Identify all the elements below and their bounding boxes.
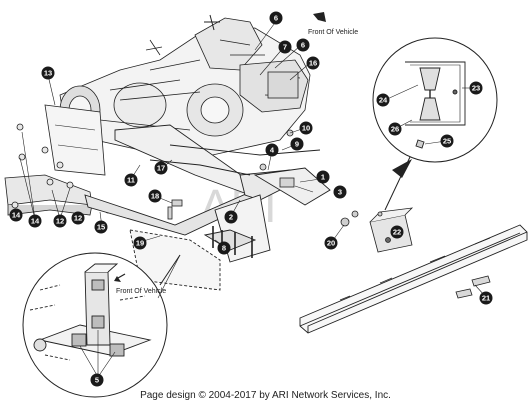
callout-23: 23 xyxy=(469,81,483,95)
callout-3: 3 xyxy=(333,185,347,199)
detail-view-left xyxy=(22,252,181,398)
callout-16: 16 xyxy=(306,56,320,70)
footer-credit: Page design © 2004-2017 by ARI Network S… xyxy=(140,390,391,401)
callout-20: 20 xyxy=(324,236,338,250)
callout-label: 22 xyxy=(393,228,401,237)
callout-14: 14 xyxy=(9,208,23,222)
callout-6: 6 xyxy=(296,38,310,52)
callout-21: 21 xyxy=(479,291,493,305)
callout-9: 9 xyxy=(290,137,304,151)
callout-label: 12 xyxy=(56,217,64,226)
front-of-vehicle-note-detail: Front Of Vehicle xyxy=(116,288,166,295)
cross-bar xyxy=(299,224,528,334)
callout-label: 11 xyxy=(127,176,135,185)
callout-18: 18 xyxy=(148,189,162,203)
front-of-vehicle-arrow-top: Front Of Vehicle xyxy=(308,12,358,36)
callout-label: 21 xyxy=(482,294,490,303)
callout-25: 25 xyxy=(440,134,454,148)
callout-15: 15 xyxy=(94,220,108,234)
callout-label: 4 xyxy=(270,146,275,155)
callout-11: 11 xyxy=(124,173,138,187)
callout-label: 18 xyxy=(151,192,159,201)
callout-label: 14 xyxy=(31,217,40,226)
left-bracket-hardware xyxy=(4,123,112,216)
front-of-vehicle-note-top: Front Of Vehicle xyxy=(308,29,358,36)
callout-label: 3 xyxy=(338,188,342,197)
callout-8: 8 xyxy=(217,241,231,255)
callout-17: 17 xyxy=(154,161,168,175)
callout-label: 10 xyxy=(302,124,310,133)
callout-4: 4 xyxy=(265,143,279,157)
callout-26: 26 xyxy=(388,122,402,136)
callout-label: 6 xyxy=(301,41,305,50)
detail-view-right xyxy=(372,37,498,211)
callout-label: 26 xyxy=(391,125,399,134)
callout-label: 12 xyxy=(74,214,82,223)
callout-1: 1 xyxy=(316,170,330,184)
callout-12: 12 xyxy=(53,214,67,228)
callout-label: 8 xyxy=(222,244,226,253)
callout-label: 9 xyxy=(295,140,299,149)
callout-label: 20 xyxy=(327,239,335,248)
callout-label: 5 xyxy=(95,376,99,385)
callout-22: 22 xyxy=(390,225,404,239)
callout-label: 23 xyxy=(472,84,480,93)
callout-label: 6 xyxy=(274,14,278,23)
callout-label: 19 xyxy=(136,239,144,248)
callout-2: 2 xyxy=(224,210,238,224)
callout-label: 13 xyxy=(44,69,52,78)
callout-5: 5 xyxy=(90,373,104,387)
mounting-plate xyxy=(44,104,106,176)
callout-19: 19 xyxy=(133,236,147,250)
callout-label: 2 xyxy=(229,213,233,222)
callout-label: 7 xyxy=(283,43,287,52)
callout-7: 7 xyxy=(278,40,292,54)
callout-13: 13 xyxy=(41,66,55,80)
callout-label: 16 xyxy=(309,59,317,68)
callout-24: 24 xyxy=(376,93,390,107)
callout-label: 14 xyxy=(12,211,21,220)
callout-14: 14 xyxy=(28,214,42,228)
callout-label: 24 xyxy=(379,96,388,105)
callout-label: 15 xyxy=(97,223,105,232)
callout-10: 10 xyxy=(299,121,313,135)
callout-12: 12 xyxy=(71,211,85,225)
callout-label: 1 xyxy=(321,173,325,182)
callout-label: 17 xyxy=(157,164,165,173)
callout-label: 25 xyxy=(443,137,451,146)
callout-6: 6 xyxy=(269,11,283,25)
crossbar-bolts xyxy=(455,275,491,299)
